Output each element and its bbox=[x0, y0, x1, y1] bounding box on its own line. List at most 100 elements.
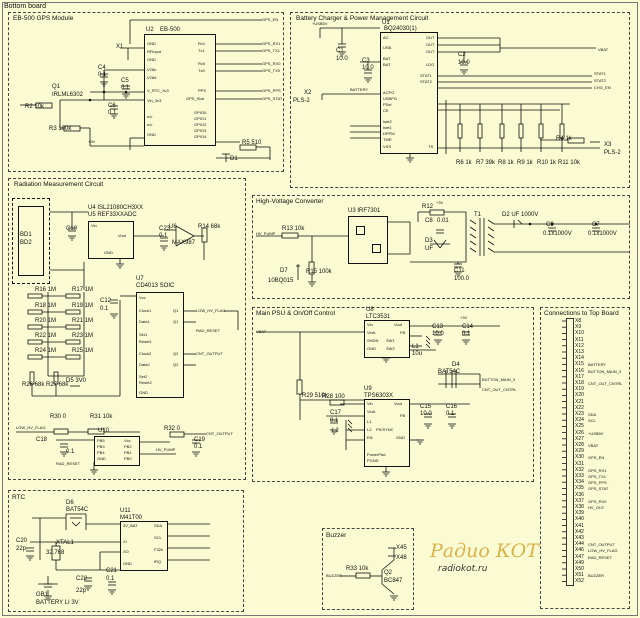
wire bbox=[75, 521, 81, 527]
block-hv-title: High-Voltage Converter bbox=[256, 198, 324, 205]
u9-pin: VinA bbox=[367, 409, 376, 414]
u1-pin: CE bbox=[383, 108, 389, 113]
wire bbox=[433, 239, 441, 249]
transformer-winding bbox=[469, 240, 477, 246]
wire bbox=[175, 225, 195, 237]
block-rtc-title: RTC bbox=[12, 494, 26, 501]
junction-dot bbox=[88, 98, 92, 102]
d7-part: 10BQ015 bbox=[268, 278, 294, 284]
u2-pin: Rx0 bbox=[198, 61, 206, 66]
connector-signal-label: BATTERY bbox=[588, 362, 607, 368]
net-usb5v: +USB5V bbox=[312, 21, 328, 26]
u8-part: LTC3531 bbox=[366, 314, 391, 320]
r27-label: R27 68k bbox=[46, 382, 69, 388]
u2-gps-module bbox=[144, 34, 216, 146]
c16-value: 0.1 bbox=[446, 411, 455, 417]
connector-pin-label: X47 bbox=[575, 553, 584, 560]
u1-pin: OUT bbox=[426, 42, 435, 47]
block-charger-title: Battery Charger & Power Management Circu… bbox=[296, 15, 429, 22]
connector-pin-label: X43 bbox=[575, 535, 584, 541]
u2-pin: n/c bbox=[147, 122, 153, 127]
u4-gnd: GND bbox=[104, 250, 113, 255]
u1-pin: LDO bbox=[426, 62, 435, 67]
u2-pin: GPS_Stat bbox=[186, 96, 204, 101]
junction-dot bbox=[124, 90, 128, 94]
net-3v-psu: +3V bbox=[460, 315, 468, 320]
block-buzzer-title: Buzzer bbox=[326, 532, 347, 539]
u7-pin: Q1 bbox=[173, 308, 179, 313]
connector-pin-label: X11 bbox=[575, 336, 584, 343]
d6-part: BAT54C bbox=[66, 507, 89, 513]
u11-ref: U11 bbox=[120, 508, 131, 514]
c3-value: 10.0 bbox=[362, 65, 374, 71]
connector-signal-label: GPS_TX1 bbox=[588, 474, 607, 479]
u3-fet-b bbox=[372, 244, 381, 253]
resistor-symbol bbox=[201, 227, 208, 243]
hv-vcc: +3V bbox=[436, 200, 444, 205]
u9-pin: L1 bbox=[367, 419, 372, 424]
r20-label: R20 1M bbox=[35, 318, 57, 324]
connector-signal-label: SDA bbox=[588, 412, 597, 417]
x2-type: PLS-2 bbox=[293, 98, 310, 104]
c17-label: C17 bbox=[330, 410, 342, 416]
u9-pin: Vin bbox=[367, 401, 373, 406]
u1-pin: USB bbox=[383, 45, 392, 50]
connector-pin-label: X46 bbox=[575, 547, 584, 554]
u7-pin: Data2 bbox=[139, 362, 150, 367]
connector-pin-label: X36 bbox=[575, 491, 584, 498]
u10-pin: PB4 bbox=[97, 450, 105, 455]
c20-label: C20 bbox=[16, 538, 28, 544]
r29-label: R29 510k bbox=[302, 393, 328, 399]
u1-pin: USBPG bbox=[383, 96, 398, 101]
u9-pin: GND bbox=[396, 435, 405, 440]
watermark-logo: Радио КОТ bbox=[430, 540, 539, 562]
connector-pin-label: X40 bbox=[575, 516, 584, 523]
net-hv-pump-2: HV_PUMP bbox=[256, 231, 276, 236]
r8-label: R8 1k bbox=[498, 160, 514, 166]
u7-pin: Set2 bbox=[139, 374, 148, 379]
u9-part: TPS6303X bbox=[364, 393, 394, 399]
net-chg-en: CHG_EN bbox=[594, 85, 611, 90]
u1-pin: OUT bbox=[426, 49, 435, 54]
buzzer-q2-part: BC847 bbox=[384, 578, 403, 584]
inductor-turn bbox=[425, 343, 431, 349]
resistor-symbol bbox=[281, 232, 299, 239]
u7-pin: Data1 bbox=[139, 319, 150, 324]
u7-part: CD4013 SOIC bbox=[136, 283, 175, 289]
gb1-label: GB1 bbox=[36, 592, 49, 598]
u2-pin: RFinput bbox=[147, 49, 162, 54]
d5-label: D5 3V0 bbox=[66, 378, 87, 384]
r32-label: R32 0 bbox=[164, 426, 181, 432]
block-connections bbox=[540, 307, 630, 609]
u2-pin: V28d bbox=[147, 75, 157, 80]
c4-value: 0.1 bbox=[98, 72, 107, 78]
connector-pin-label: X10 bbox=[575, 330, 584, 337]
c5-label: C5 bbox=[121, 78, 129, 84]
net-buzzer: BUZZER bbox=[326, 573, 342, 578]
net-battery: BATTERY bbox=[350, 87, 369, 92]
c22-label: C22 bbox=[76, 576, 88, 582]
c7-label: C7 bbox=[592, 222, 600, 228]
connector-pin-label: X29 bbox=[575, 448, 584, 455]
connector-signal-label: SCL bbox=[588, 418, 596, 424]
d4-part: BAT54C bbox=[438, 369, 461, 375]
block-rtc bbox=[8, 490, 244, 612]
u2-pin: GPIO2 bbox=[194, 122, 207, 127]
block-psu-title: Main PSU & On/Off Control bbox=[256, 310, 335, 317]
u10-ref: U10 bbox=[98, 428, 110, 434]
u7-ref: U7 bbox=[136, 276, 144, 282]
u11-part: M41T00 bbox=[120, 515, 143, 521]
connector-signal-label: RAD_RESET bbox=[588, 554, 613, 560]
wire bbox=[71, 521, 77, 527]
d7-label: D7 bbox=[280, 268, 288, 274]
c11-value: 100.0 bbox=[454, 276, 470, 282]
connector-pin-label: X14 bbox=[575, 355, 584, 362]
u8-pin: SW2 bbox=[386, 346, 395, 351]
c11-label: C11 bbox=[454, 268, 465, 274]
net-rad-reset: RAD_RESET bbox=[196, 328, 221, 333]
net-stat1: STAT1 bbox=[594, 71, 606, 76]
connector-signal-label: GPS_PPS bbox=[588, 480, 607, 486]
connector-pin-label: X16 bbox=[575, 367, 584, 374]
u1-pin: Iset1 bbox=[383, 125, 392, 130]
